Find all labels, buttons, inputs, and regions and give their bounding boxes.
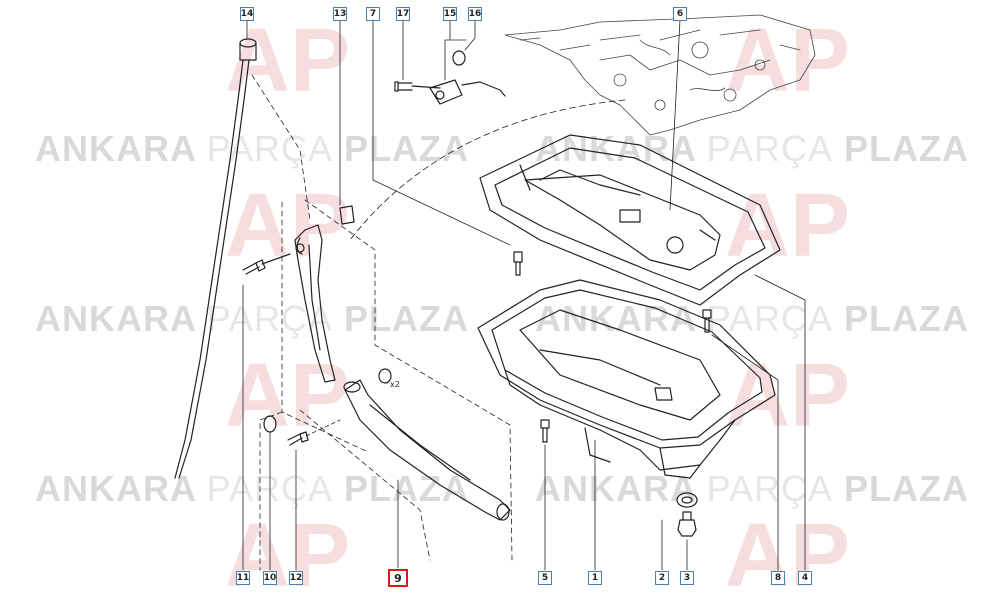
watermark-logo: AP xyxy=(225,11,351,111)
oil-pan xyxy=(477,279,776,479)
watermark-text: ANKARA PARÇA PLAZA xyxy=(35,468,470,509)
callout-11[interactable]: 11 xyxy=(236,571,250,585)
quantity-label: x2 xyxy=(390,380,400,389)
watermark-text: ANKARA PARÇA PLAZA xyxy=(535,128,970,169)
callout-6[interactable]: 6 xyxy=(673,7,687,21)
watermark-logo: AP xyxy=(725,11,851,111)
watermark-logo: AP xyxy=(225,346,351,446)
bolt xyxy=(540,419,550,443)
o-ring xyxy=(263,415,277,433)
callout-8[interactable]: 8 xyxy=(771,571,785,585)
watermark-logo: AP xyxy=(225,506,351,606)
bolt xyxy=(513,251,523,276)
callout-12[interactable]: 12 xyxy=(289,571,303,585)
engine-block-fragment xyxy=(504,14,816,136)
callout-3[interactable]: 3 xyxy=(680,571,694,585)
oil-pickup-tube xyxy=(343,379,511,521)
callout-17[interactable]: 17 xyxy=(396,7,410,21)
bolt xyxy=(287,431,309,446)
callout-2[interactable]: 2 xyxy=(655,571,669,585)
callout-15[interactable]: 15 xyxy=(443,7,457,21)
watermark-logo: AP xyxy=(725,346,851,446)
dipstick-tube xyxy=(294,224,336,383)
callout-1[interactable]: 1 xyxy=(588,571,602,585)
callout-5[interactable]: 5 xyxy=(538,571,552,585)
watermark-text: ANKARA PARÇA PLAZA xyxy=(35,298,470,339)
bracket-clip xyxy=(339,205,355,225)
callout-9[interactable]: 9 xyxy=(388,569,408,587)
callout-13[interactable]: 13 xyxy=(333,7,347,21)
drain-washer xyxy=(676,492,698,508)
callout-7[interactable]: 7 xyxy=(366,7,380,21)
o-ring xyxy=(452,50,466,66)
bolt xyxy=(702,309,712,333)
drain-plug xyxy=(677,511,697,537)
callout-16[interactable]: 16 xyxy=(468,7,482,21)
drain-washer xyxy=(681,496,693,504)
oil-baffle-gasket xyxy=(479,134,781,306)
bolt xyxy=(242,253,291,275)
watermark-text: ANKARA PARÇA PLAZA xyxy=(535,298,970,339)
callout-14[interactable]: 14 xyxy=(240,7,254,21)
watermark-logo: AP xyxy=(225,176,351,276)
bolt xyxy=(394,81,441,92)
oil-level-sensor xyxy=(429,79,506,105)
watermark-logo: AP xyxy=(725,506,851,606)
callout-10[interactable]: 10 xyxy=(263,571,277,585)
callout-4[interactable]: 4 xyxy=(798,571,812,585)
o-ring xyxy=(378,368,392,384)
leader-lines xyxy=(242,19,806,571)
dipstick xyxy=(174,38,257,479)
watermark-text: ANKARA PARÇA PLAZA xyxy=(35,128,470,169)
